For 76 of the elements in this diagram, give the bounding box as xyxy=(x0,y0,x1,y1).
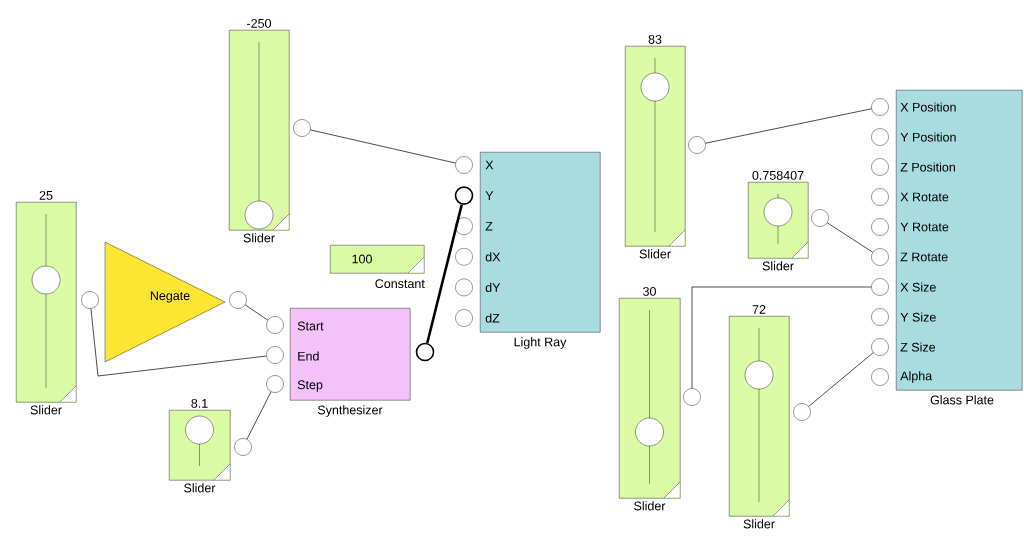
port-circle xyxy=(455,217,473,235)
port-circle xyxy=(415,342,435,362)
node-label: X Rotate xyxy=(900,192,949,202)
module-box: Start End Step xyxy=(290,308,411,401)
port-circle xyxy=(871,338,889,356)
node-label: dZ xyxy=(485,313,500,323)
wire xyxy=(426,204,464,344)
component-label: Constant xyxy=(375,279,425,289)
wire xyxy=(244,304,269,321)
component-label: Slider xyxy=(243,233,275,243)
port-circle xyxy=(81,291,99,309)
port-circle xyxy=(455,248,473,266)
component-label: Slider xyxy=(30,405,62,415)
node-label: Y Rotate xyxy=(900,222,949,232)
port-circle xyxy=(454,186,474,205)
port-circle xyxy=(871,128,889,146)
value-label: 8.1 xyxy=(191,398,208,408)
port-circle xyxy=(871,218,889,236)
port-circle xyxy=(266,316,284,334)
port-circle xyxy=(455,278,473,297)
wire xyxy=(90,308,267,377)
module-box: X Position Y Position Z Position X Rotate Y Rotate Z Rotate X Size Y Size Z Size Alpha xyxy=(896,90,1023,391)
negate-triangle: Negate xyxy=(104,241,226,363)
component-label: Synthesizer xyxy=(317,405,383,417)
constant-box: 100 xyxy=(330,245,425,274)
port-circle xyxy=(871,158,889,176)
port-circle xyxy=(871,278,889,296)
node-label: X Position xyxy=(900,102,956,112)
node-label: Alpha xyxy=(900,371,933,383)
node-label: Z Size xyxy=(900,342,936,352)
wire xyxy=(826,222,874,253)
component-label: Slider xyxy=(639,249,671,259)
value-label: -250 xyxy=(247,18,271,28)
port-circle xyxy=(688,136,706,154)
node-label: dX xyxy=(485,252,501,262)
node-label: X Size xyxy=(900,282,936,292)
port-circle xyxy=(871,368,889,386)
port-circle xyxy=(266,346,284,364)
value-label: 0.758407 xyxy=(752,170,804,180)
port-circle xyxy=(266,375,284,393)
wire xyxy=(310,129,456,164)
port-circle xyxy=(683,388,701,406)
node-label: X xyxy=(485,160,494,170)
port-circle xyxy=(871,98,889,116)
wire xyxy=(808,352,874,407)
port-circle xyxy=(871,188,889,206)
port-circle xyxy=(871,248,889,266)
port-circle xyxy=(871,308,889,326)
port-circle xyxy=(793,403,811,421)
node-label: dY xyxy=(485,282,501,292)
node-label: Z Rotate xyxy=(900,252,948,262)
port-circle xyxy=(455,309,473,327)
component-label: Slider xyxy=(184,483,216,493)
value-label: 30 xyxy=(643,286,656,296)
value-label: 83 xyxy=(648,34,662,44)
port-circle xyxy=(229,291,247,309)
node-label: Y Size xyxy=(900,312,936,322)
wire xyxy=(691,286,872,389)
component-label: Slider xyxy=(634,501,666,511)
node-label: Y xyxy=(485,191,494,200)
node-label: Z Position xyxy=(900,162,955,172)
wire xyxy=(705,108,872,144)
module-box: X Y Z dX dY dZ xyxy=(480,152,601,333)
component-label: Slider xyxy=(743,519,775,529)
node-label: Z xyxy=(485,221,493,231)
component-label: Slider xyxy=(762,261,794,271)
port-circle xyxy=(293,119,311,137)
value-label: 72 xyxy=(752,305,766,314)
component-label: Glass Plate xyxy=(930,395,994,405)
wire xyxy=(246,391,272,440)
port-circle xyxy=(811,209,829,227)
port-circle xyxy=(455,156,473,174)
value-label: 25 xyxy=(39,190,53,200)
port-circle xyxy=(234,438,252,456)
node-label: Y Position xyxy=(900,132,956,142)
component-label: Light Ray xyxy=(514,337,567,349)
